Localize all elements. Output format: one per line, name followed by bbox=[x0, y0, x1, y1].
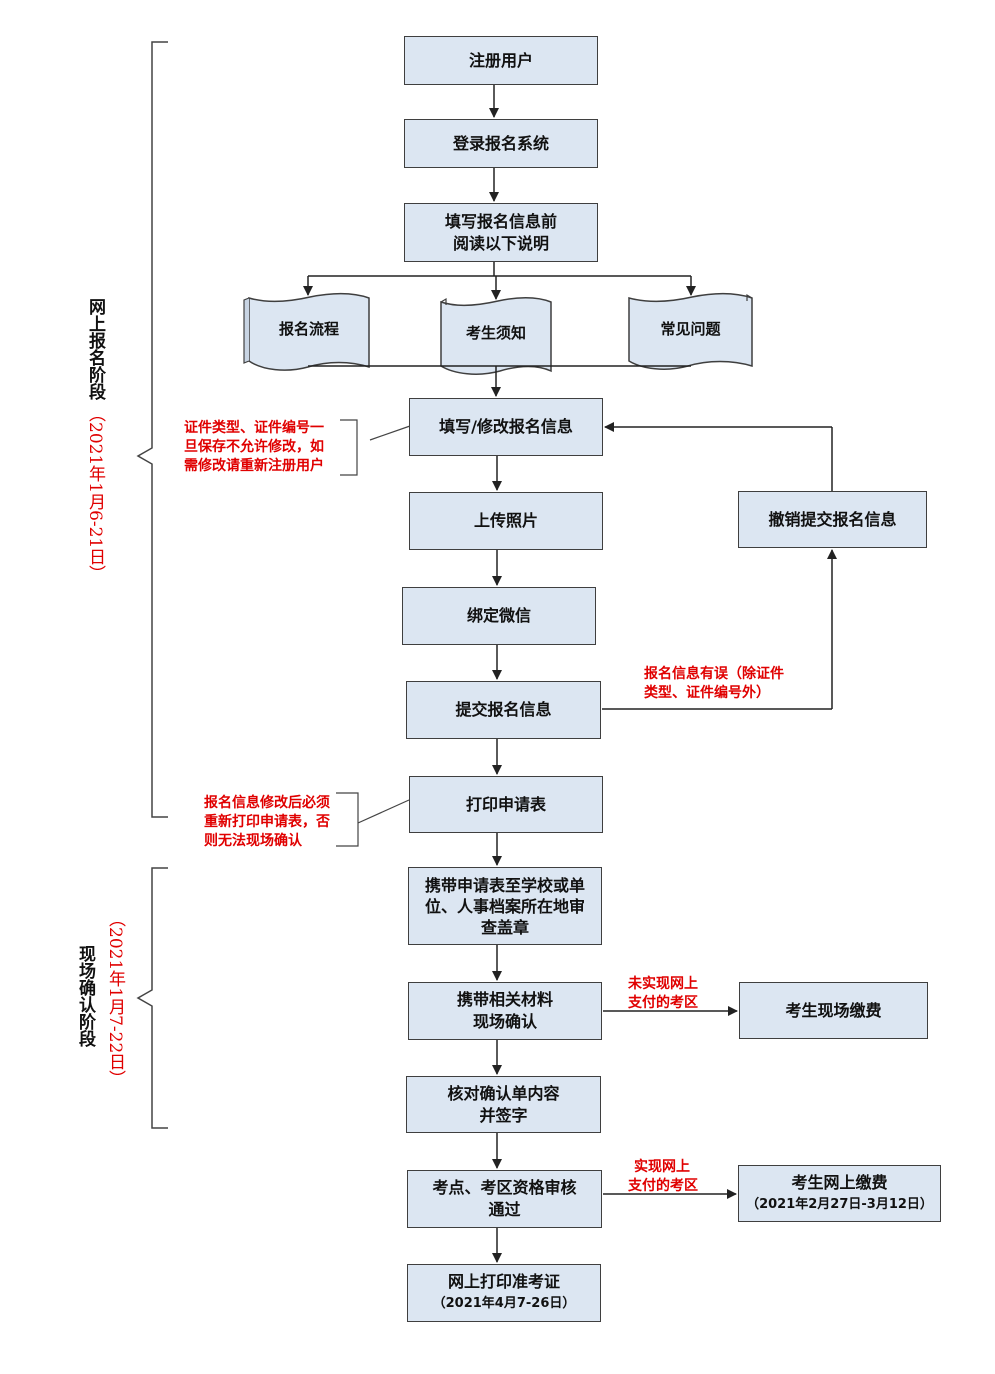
no-online-pay-note: 未实现网上 支付的考区 bbox=[628, 975, 698, 1013]
admit-ticket-label: 网上打印准考证 bbox=[447, 1272, 560, 1291]
check-sign-line1: 核对确认单内容 bbox=[447, 1083, 560, 1103]
no-online-pay-note-line1: 未实现网上 bbox=[628, 976, 698, 992]
admit-ticket-date: （2021年4月7-26日） bbox=[432, 1296, 576, 1311]
info-error-note: 报名信息有误（除证件 类型、证件编号外） bbox=[644, 665, 784, 703]
qualification-audit-line1: 考点、考区资格审核 bbox=[432, 1178, 577, 1197]
reprint-note: 报名信息修改后必须 重新打印申请表，否 则无法现场确认 bbox=[204, 794, 330, 851]
onsite-confirm-line2: 现场确认 bbox=[472, 1012, 537, 1031]
id-lock-note-line3: 需修改请重新注册用户 bbox=[184, 458, 324, 474]
online-pay-note-line1: 实现网上 bbox=[634, 1159, 690, 1175]
online-stage-dates: （2021年1月6-21日） bbox=[85, 405, 105, 583]
onsite-stage-brace bbox=[136, 867, 168, 1129]
fill-info-label: 填写/修改报名信息 bbox=[439, 417, 573, 436]
online-stage-brace bbox=[136, 41, 168, 818]
upload-photo-label: 上传照片 bbox=[473, 511, 538, 530]
stamp-review-line1: 携带申请表至学校或单 bbox=[424, 875, 585, 895]
qualification-audit-box: 考点、考区资格审核 通过 bbox=[407, 1170, 602, 1228]
stamp-review-line2: 位、人事档案所在地审 bbox=[424, 896, 585, 916]
revoke-submit-label: 撤销提交报名信息 bbox=[768, 509, 897, 529]
login-box: 登录报名系统 bbox=[404, 119, 598, 168]
doc-notice-label: 考生须知 bbox=[465, 323, 526, 342]
onsite-pay-label: 考生现场缴费 bbox=[785, 1000, 882, 1020]
info-error-note-line2: 类型、证件编号外） bbox=[644, 685, 770, 701]
submit-info-label: 提交报名信息 bbox=[455, 700, 552, 719]
onsite-stage-title-line2: 确认阶段 bbox=[75, 979, 95, 1047]
doc-process-label: 报名流程 bbox=[278, 319, 339, 338]
onsite-stage-title: 现场 确认阶段 bbox=[74, 945, 96, 1047]
reprint-note-bracket bbox=[336, 792, 410, 847]
check-sign-line2: 并签字 bbox=[479, 1105, 528, 1125]
online-stage-title: 网上报名阶段 bbox=[85, 298, 105, 400]
reprint-note-line3: 则无法现场确认 bbox=[204, 833, 302, 849]
onsite-stage-title-line1: 现场 bbox=[75, 945, 95, 979]
online-pay-date: （2021年2月27日-3月12日） bbox=[746, 1196, 933, 1212]
stamp-review-box: 携带申请表至学校或单 位、人事档案所在地审 查盖章 bbox=[408, 867, 602, 945]
stamp-review-line3: 查盖章 bbox=[480, 917, 529, 937]
bind-wechat-box: 绑定微信 bbox=[402, 587, 596, 645]
onsite-stage-dates: （2021年1月7-22日） bbox=[105, 910, 125, 1088]
doc-faq-label: 常见问题 bbox=[660, 319, 721, 338]
online-pay-box: 考生网上缴费 （2021年2月27日-3月12日） bbox=[738, 1165, 941, 1222]
info-error-note-line1: 报名信息有误（除证件 bbox=[644, 666, 784, 682]
no-online-pay-note-line2: 支付的考区 bbox=[628, 995, 698, 1011]
register-box: 注册用户 bbox=[404, 36, 598, 85]
doc-faq-shape bbox=[628, 293, 753, 370]
doc-notice-shape bbox=[440, 297, 552, 375]
bind-wechat-label: 绑定微信 bbox=[466, 606, 531, 625]
revoke-submit-box: 撤销提交报名信息 bbox=[738, 491, 927, 548]
id-lock-note: 证件类型、证件编号一 旦保存不允许修改，如 需修改请重新注册用户 bbox=[184, 419, 324, 476]
online-pay-note-line2: 支付的考区 bbox=[628, 1178, 698, 1194]
submit-info-box: 提交报名信息 bbox=[406, 681, 601, 739]
read-instructions-line1: 填写报名信息前 bbox=[444, 211, 557, 231]
onsite-confirm-box: 携带相关材料 现场确认 bbox=[408, 982, 602, 1040]
online-pay-label: 考生网上缴费 bbox=[791, 1172, 888, 1192]
onsite-pay-box: 考生现场缴费 bbox=[739, 982, 928, 1039]
fill-info-box: 填写/修改报名信息 bbox=[409, 398, 603, 456]
id-lock-note-line2: 旦保存不允许修改，如 bbox=[184, 439, 324, 455]
print-form-box: 打印申请表 bbox=[409, 776, 603, 833]
onsite-confirm-line1: 携带相关材料 bbox=[456, 990, 553, 1009]
reprint-note-line2: 重新打印申请表，否 bbox=[204, 814, 330, 830]
upload-photo-box: 上传照片 bbox=[409, 492, 603, 550]
print-form-label: 打印申请表 bbox=[465, 794, 546, 814]
login-label: 登录报名系统 bbox=[452, 133, 549, 153]
id-lock-note-line1: 证件类型、证件编号一 bbox=[184, 420, 324, 436]
read-instructions-line2: 阅读以下说明 bbox=[452, 233, 549, 253]
doc-process-shape bbox=[243, 293, 370, 371]
read-instructions-box: 填写报名信息前 阅读以下说明 bbox=[404, 203, 598, 262]
id-note-bracket bbox=[340, 419, 411, 476]
online-pay-note: 实现网上 支付的考区 bbox=[628, 1158, 698, 1196]
register-label: 注册用户 bbox=[468, 50, 533, 70]
qualification-audit-line2: 通过 bbox=[488, 1200, 521, 1219]
admit-ticket-box: 网上打印准考证 （2021年4月7-26日） bbox=[407, 1264, 601, 1322]
check-sign-box: 核对确认单内容 并签字 bbox=[406, 1076, 601, 1133]
reprint-note-line1: 报名信息修改后必须 bbox=[204, 795, 330, 811]
